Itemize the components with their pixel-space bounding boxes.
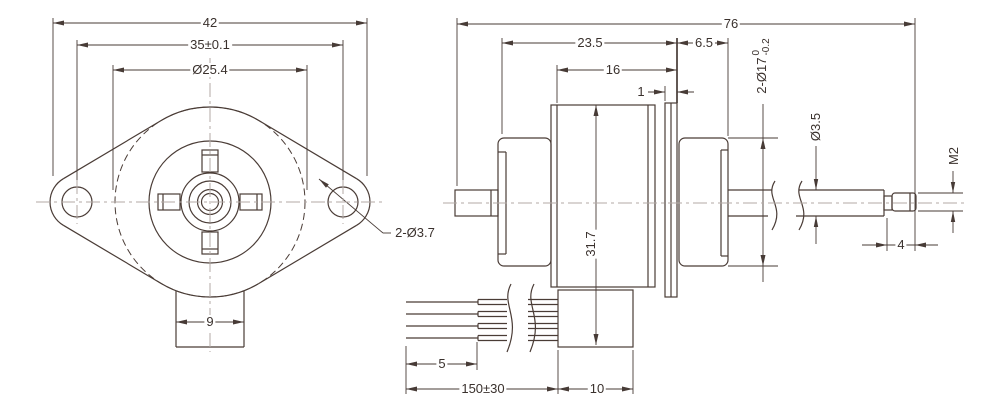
side-view-geometry xyxy=(406,102,917,353)
dim-body-diameter: 31.7 xyxy=(583,229,598,259)
dim-body-length: 23.5 xyxy=(575,35,605,50)
dim-thread-spec: M2 xyxy=(946,144,961,168)
dim-mount-hole-spacing: 35±0.1 xyxy=(188,37,232,52)
dim-overall-length: 76 xyxy=(721,16,741,31)
lead-wires xyxy=(406,283,558,353)
dim-flange-thickness: 1 xyxy=(635,84,647,99)
dim-stator-length: 16 xyxy=(603,62,623,77)
dim-connector-width: 10 xyxy=(587,381,607,396)
dim-pilot-circle: Ø25.4 xyxy=(190,62,230,77)
dim-mount-holes: 2-Ø3.7 xyxy=(393,225,437,240)
dim-thread-length: 4 xyxy=(895,237,907,252)
dim-shaft-diameter: Ø3.5 xyxy=(808,110,823,144)
dim-boss-diameter: 2-Ø17 0 -0.2 xyxy=(751,36,772,96)
side-view-dimensions xyxy=(405,18,963,394)
dim-overall-width: 42 xyxy=(200,15,220,30)
dim-lead-strip-length: 5 xyxy=(436,356,448,371)
boss-tol-lower: -0.2 xyxy=(761,38,772,56)
boss-diameter-value: 2-Ø17 xyxy=(754,57,769,94)
dim-lead-length: 150±30 xyxy=(459,381,507,396)
dim-rear-boss-length: 6.5 xyxy=(692,35,716,50)
centerlines xyxy=(36,58,966,352)
dim-bottom-tab-width: 9 xyxy=(204,314,216,329)
